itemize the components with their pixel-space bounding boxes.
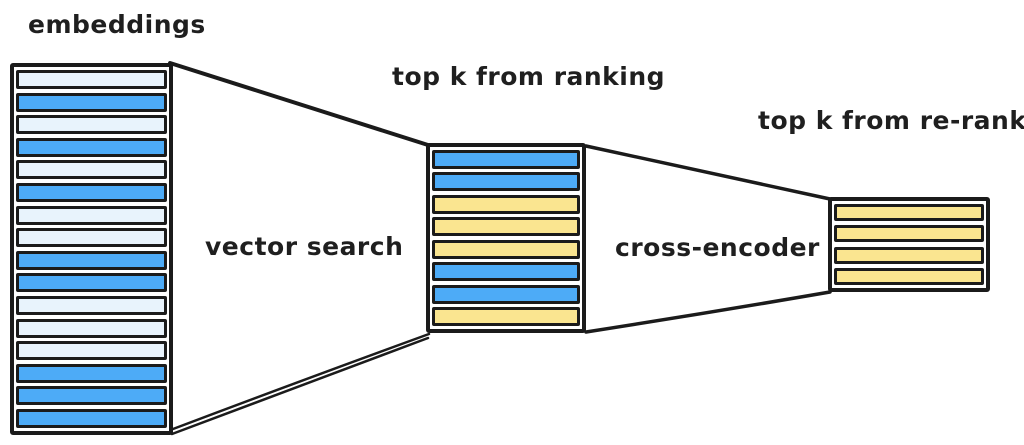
- funnel-line-bottom-right: [584, 290, 832, 334]
- top-k-re-ranking-stack: [828, 197, 990, 292]
- stack-bar-blue: [432, 150, 580, 169]
- top-k-from-ranking-label: top k from ranking: [392, 62, 666, 91]
- stack-bar-light-blue: [16, 318, 167, 338]
- stack-bar-light-blue: [16, 160, 167, 180]
- vector-search-label: vector search: [205, 232, 404, 261]
- top-k-from-re-ranking-label: top k from re-ranking: [758, 106, 1024, 135]
- top-k-ranking-stack: [426, 143, 586, 333]
- stack-bar-light-blue: [16, 228, 167, 248]
- stack-bar-light-blue: [16, 70, 167, 89]
- stack-bar-blue: [16, 137, 167, 157]
- stack-bar-light-blue: [16, 205, 167, 225]
- stack-bar-yellow: [432, 306, 580, 326]
- embeddings-label: embeddings: [28, 10, 206, 39]
- funnel-line-top-right: [584, 144, 832, 201]
- stack-bar-yellow: [432, 194, 580, 214]
- stack-bar-blue: [16, 182, 167, 202]
- stack-bar-blue: [16, 250, 167, 270]
- cross-encoder-label: cross-encoder: [615, 233, 820, 262]
- stack-bar-light-blue: [16, 115, 167, 135]
- stack-bar-yellow: [432, 217, 580, 237]
- funnel-line-top-left: [168, 61, 430, 147]
- stack-bar-blue: [16, 273, 167, 293]
- stack-bar-yellow: [834, 204, 984, 221]
- stack-bar-yellow: [834, 246, 984, 264]
- stack-bar-blue: [432, 172, 580, 192]
- stack-bar-blue: [16, 408, 167, 428]
- stack-bar-yellow: [834, 267, 984, 285]
- stack-bar-blue: [432, 284, 580, 304]
- embeddings-stack: [10, 63, 173, 435]
- stack-bar-light-blue: [16, 295, 167, 315]
- stack-bar-yellow: [432, 239, 580, 259]
- stack-bar-blue: [16, 363, 167, 383]
- funnel-line-bottom-left-inner: [170, 336, 430, 436]
- stack-bar-yellow: [834, 225, 984, 243]
- stack-bar-blue: [16, 92, 167, 112]
- stack-bar-blue: [432, 262, 580, 282]
- funnel-line-bottom-left-outer: [171, 332, 431, 431]
- stack-bar-blue: [16, 386, 167, 406]
- stack-bar-light-blue: [16, 341, 167, 361]
